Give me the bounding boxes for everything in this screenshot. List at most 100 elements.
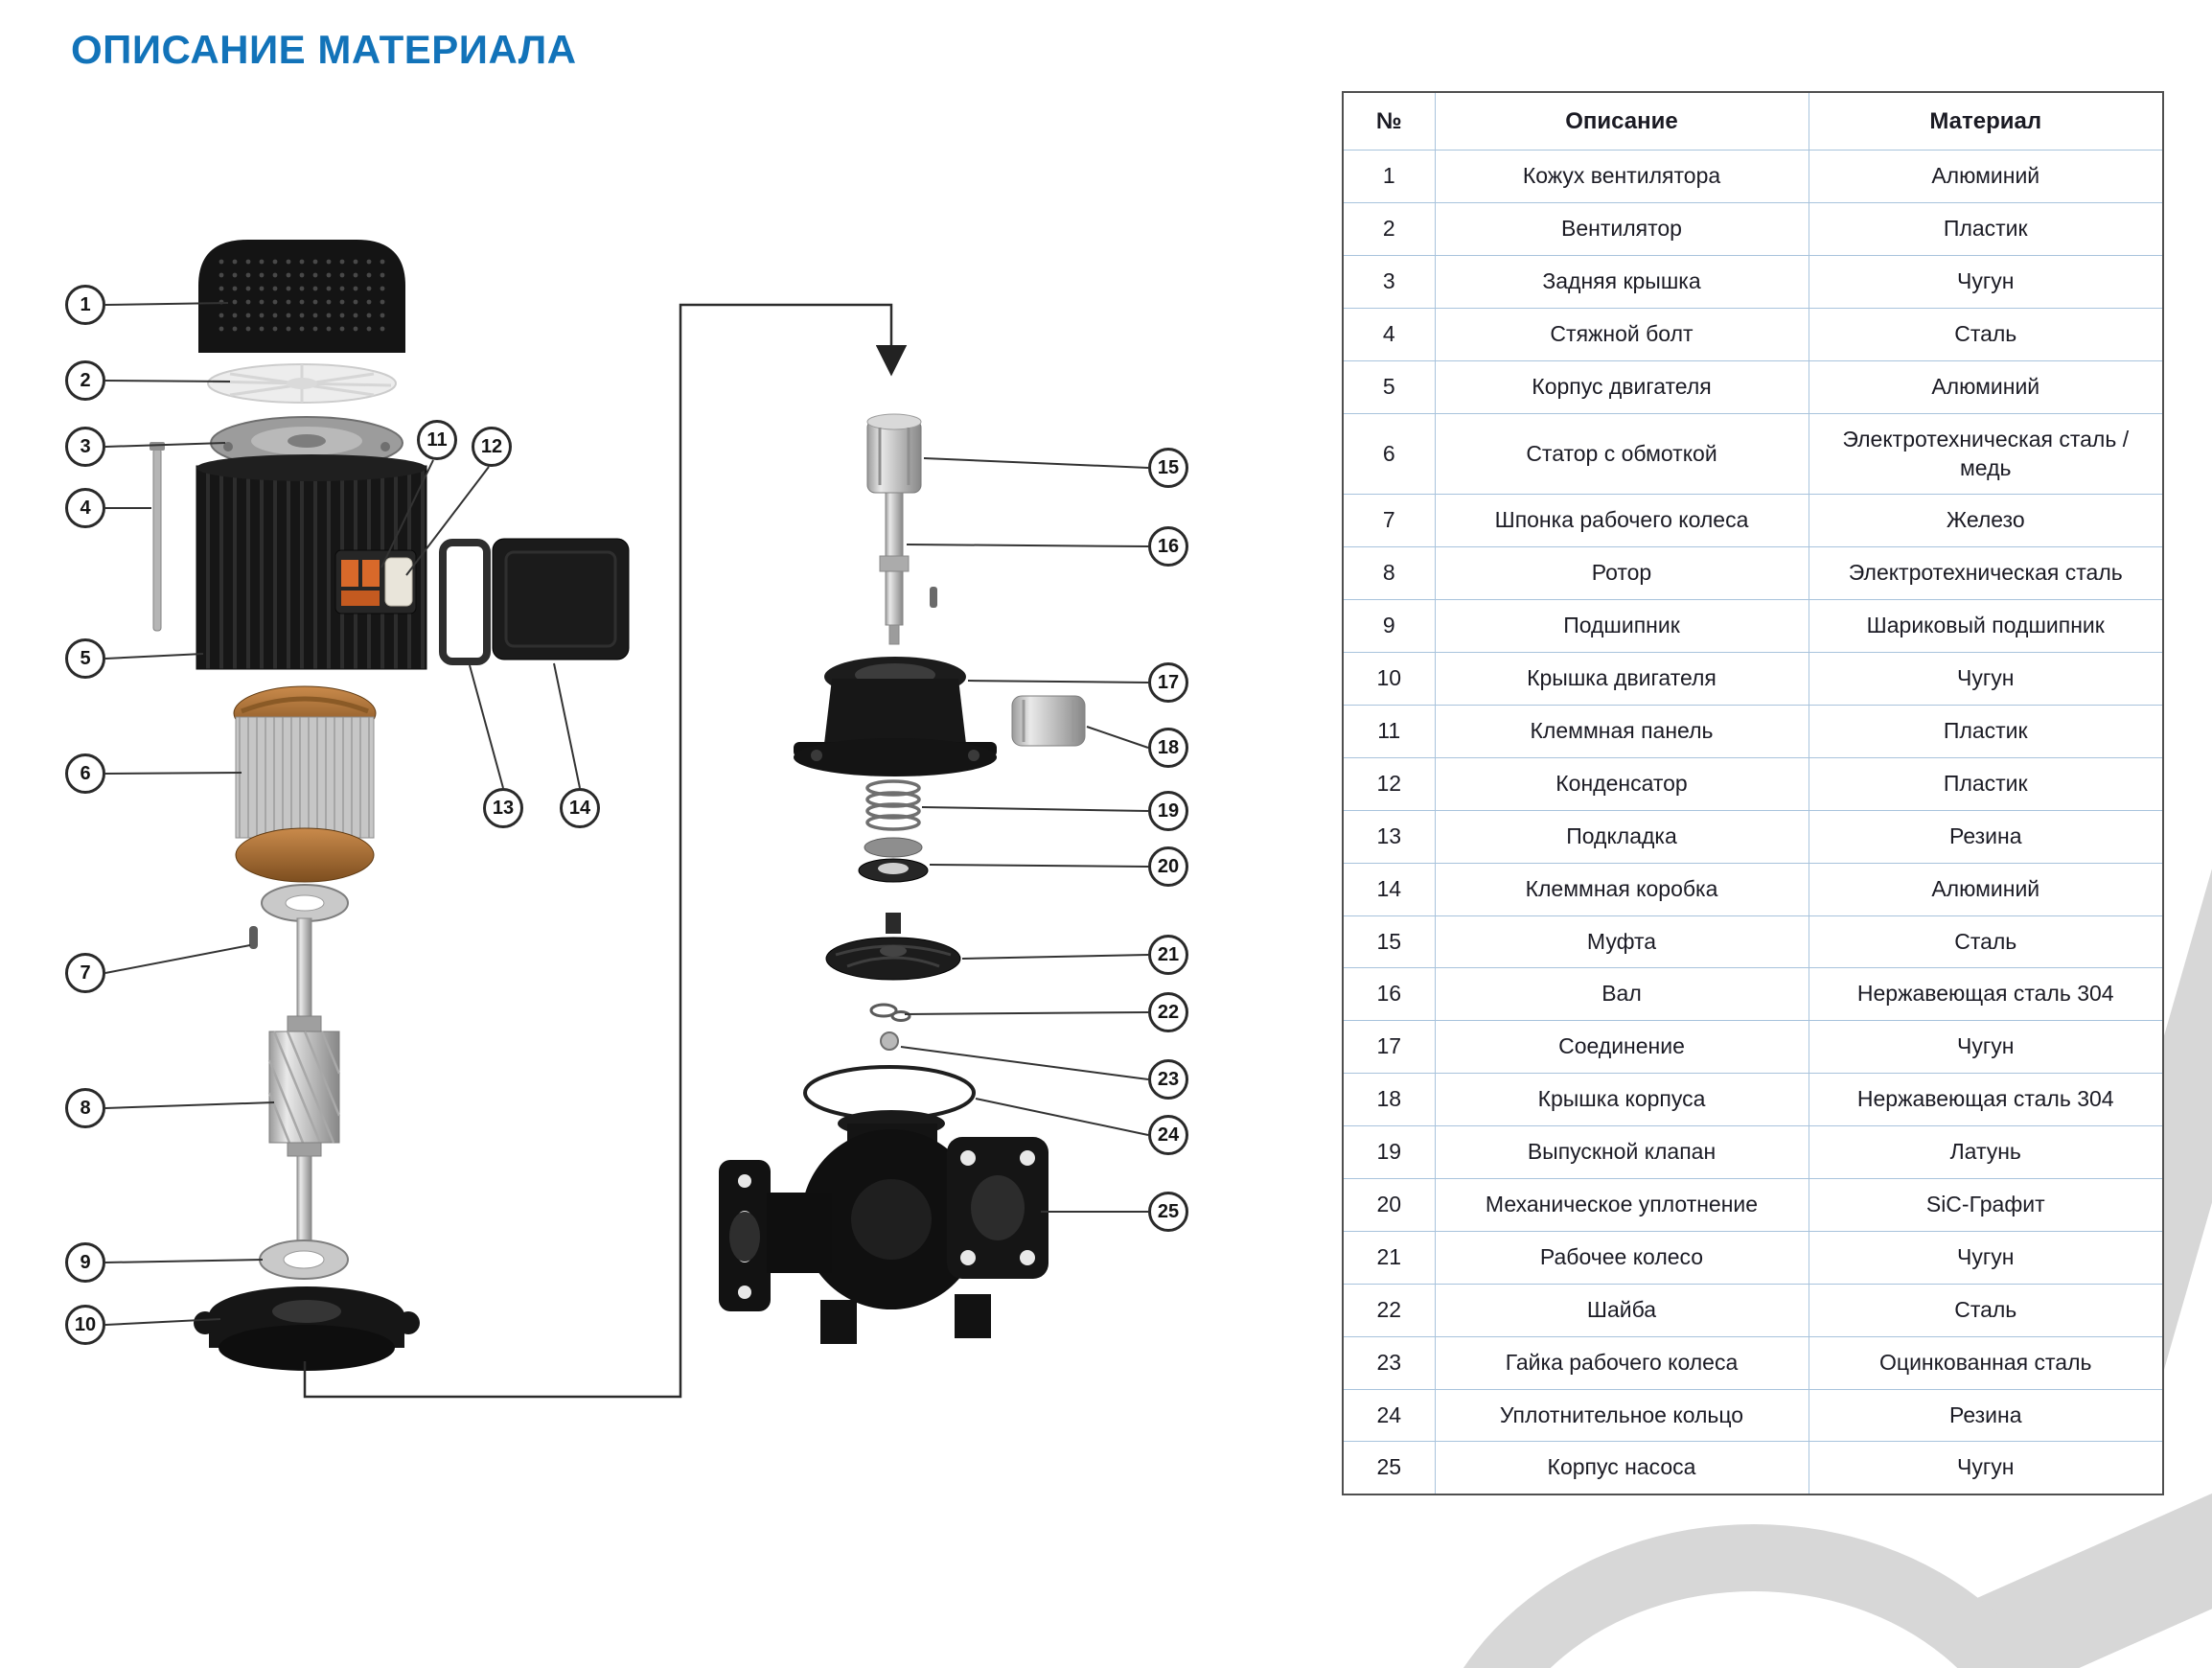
callout-6: 6	[65, 753, 105, 794]
callout-5: 5	[65, 638, 105, 679]
cell-num: 16	[1342, 967, 1436, 1022]
mechanical-seal-part	[858, 837, 929, 883]
callout-10: 10	[65, 1305, 105, 1345]
cell-description: Корпус двигателя	[1434, 359, 1809, 414]
cell-material: Железо	[1808, 494, 2164, 548]
callout-22: 22	[1148, 992, 1188, 1032]
cell-material: Сталь	[1808, 915, 2164, 969]
cell-material: Чугун	[1808, 652, 2164, 706]
cell-num: 20	[1342, 1178, 1436, 1232]
cell-description: Рабочее колесо	[1434, 1230, 1809, 1285]
cell-description: Уплотнительное кольцо	[1434, 1388, 1809, 1443]
terminal-box-cover-part	[492, 538, 630, 660]
cell-description: Крышка двигателя	[1434, 652, 1809, 706]
cell-num: 22	[1342, 1283, 1436, 1337]
cell-description: Шпонка рабочего колеса	[1434, 494, 1809, 548]
diagram-canvas	[104, 240, 1149, 1399]
cell-material: Алюминий	[1808, 359, 2164, 414]
header-description: Описание	[1434, 91, 1809, 151]
cell-material: Латунь	[1808, 1125, 2164, 1179]
cell-material: Чугун	[1808, 1230, 2164, 1285]
fan-part	[207, 363, 397, 404]
cell-description: Статор с обмоткой	[1434, 412, 1809, 496]
cell-description: Кожух вентилятора	[1434, 150, 1809, 204]
callout-13: 13	[483, 788, 523, 828]
housing-cover-part	[1011, 695, 1086, 747]
cell-material: Алюминий	[1808, 862, 2164, 916]
leader-lines	[104, 302, 1149, 1326]
impeller-key-part	[249, 926, 258, 949]
bearing-bottom-part	[259, 1239, 349, 1280]
cell-num: 15	[1342, 915, 1436, 969]
cell-num: 11	[1342, 704, 1436, 758]
cell-num: 18	[1342, 1073, 1436, 1127]
cell-material: Сталь	[1808, 307, 2164, 361]
callout-12: 12	[472, 427, 512, 467]
cell-material: Пластик	[1808, 202, 2164, 256]
washer-part	[869, 1003, 911, 1022]
cell-material: Чугун	[1808, 1020, 2164, 1075]
cell-description: Конденсатор	[1434, 756, 1809, 811]
cell-material: Пластик	[1808, 704, 2164, 758]
cell-material: Электротехническая сталь	[1808, 546, 2164, 601]
callout-17: 17	[1148, 662, 1188, 703]
cell-num: 14	[1342, 862, 1436, 916]
cell-num: 19	[1342, 1125, 1436, 1179]
cell-description: Клеммная коробка	[1434, 862, 1809, 916]
cell-num: 21	[1342, 1230, 1436, 1285]
terminal-panel-part	[341, 560, 380, 606]
cell-description: Задняя крышка	[1434, 254, 1809, 309]
callout-19: 19	[1148, 791, 1188, 831]
callout-20: 20	[1148, 846, 1188, 887]
callout-3: 3	[65, 427, 105, 467]
cell-description: Ротор	[1434, 546, 1809, 601]
cell-description: Стяжной болт	[1434, 307, 1809, 361]
cell-num: 17	[1342, 1020, 1436, 1075]
capacitor-part	[384, 557, 413, 607]
cell-num: 9	[1342, 599, 1436, 654]
cell-material: Оцинкованная сталь	[1808, 1335, 2164, 1390]
cell-num: 6	[1342, 412, 1436, 496]
cell-material: Нержавеющая сталь 304	[1808, 1073, 2164, 1127]
cell-num: 1	[1342, 150, 1436, 204]
header-num: №	[1342, 91, 1436, 151]
gasket-part	[439, 539, 491, 665]
callout-11: 11	[417, 420, 457, 460]
table-header-row: № Описание Материал	[1342, 91, 2164, 151]
cell-material: SiC-Графит	[1808, 1178, 2164, 1232]
callout-18: 18	[1148, 728, 1188, 768]
callout-24: 24	[1148, 1115, 1188, 1155]
cell-num: 23	[1342, 1335, 1436, 1390]
cell-num: 4	[1342, 307, 1436, 361]
cell-description: Шайба	[1434, 1283, 1809, 1337]
cell-num: 8	[1342, 546, 1436, 601]
motor-body-part	[196, 454, 427, 670]
motor-cover-part	[194, 1286, 420, 1371]
callout-21: 21	[1148, 935, 1188, 975]
cell-description: Подкладка	[1434, 809, 1809, 864]
cell-material: Чугун	[1808, 254, 2164, 309]
cell-description: Гайка рабочего колеса	[1434, 1335, 1809, 1390]
cell-num: 24	[1342, 1388, 1436, 1443]
connection-part	[794, 657, 997, 776]
cell-material: Сталь	[1808, 1283, 2164, 1337]
callout-2: 2	[65, 360, 105, 401]
cell-num: 7	[1342, 494, 1436, 548]
callout-8: 8	[65, 1088, 105, 1128]
pump-housing-part	[719, 1110, 1048, 1344]
cell-material: Шариковый подшипник	[1808, 599, 2164, 654]
